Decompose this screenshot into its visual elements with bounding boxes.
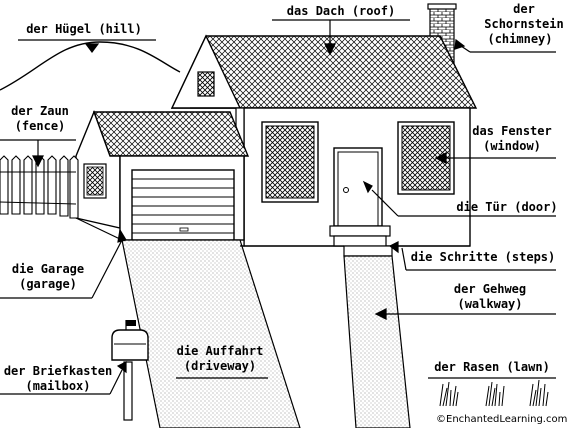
pointer-lines [0, 19, 556, 395]
garage-roof [93, 111, 250, 157]
label-roof: das Dach (roof) [286, 4, 396, 18]
steps [329, 225, 391, 237]
lawn-grass [439, 379, 549, 407]
label-driveway: die Auffahrt (driveway) [176, 344, 264, 373]
front-door [333, 147, 383, 227]
label-lawn: der Rasen (lawn) [434, 360, 550, 374]
label-hill: der Hügel (hill) [24, 22, 144, 37]
dormer-window [197, 71, 215, 97]
walkway [343, 255, 411, 428]
label-steps: die Schritte (steps) [410, 250, 556, 264]
driveway [121, 239, 301, 428]
label-fence: der Zaun (fence) [11, 104, 69, 133]
label-mailbox: der Briefkasten (mailbox) [3, 364, 113, 393]
label-walkway: der Gehweg (walkway) [453, 282, 527, 311]
mailbox [111, 320, 149, 421]
hill-outline [0, 41, 181, 91]
label-door: die Tür (door) [456, 200, 558, 214]
label-window: das Fenster (window) [472, 124, 552, 153]
copyright-credit[interactable]: ©EnchantedLearning.com [436, 414, 568, 425]
label-hill-de: der Hügel (hill) [26, 22, 142, 36]
label-chimney: der Schornstein (chimney) [484, 2, 564, 46]
label-garage: die Garage (garage) [11, 262, 85, 291]
